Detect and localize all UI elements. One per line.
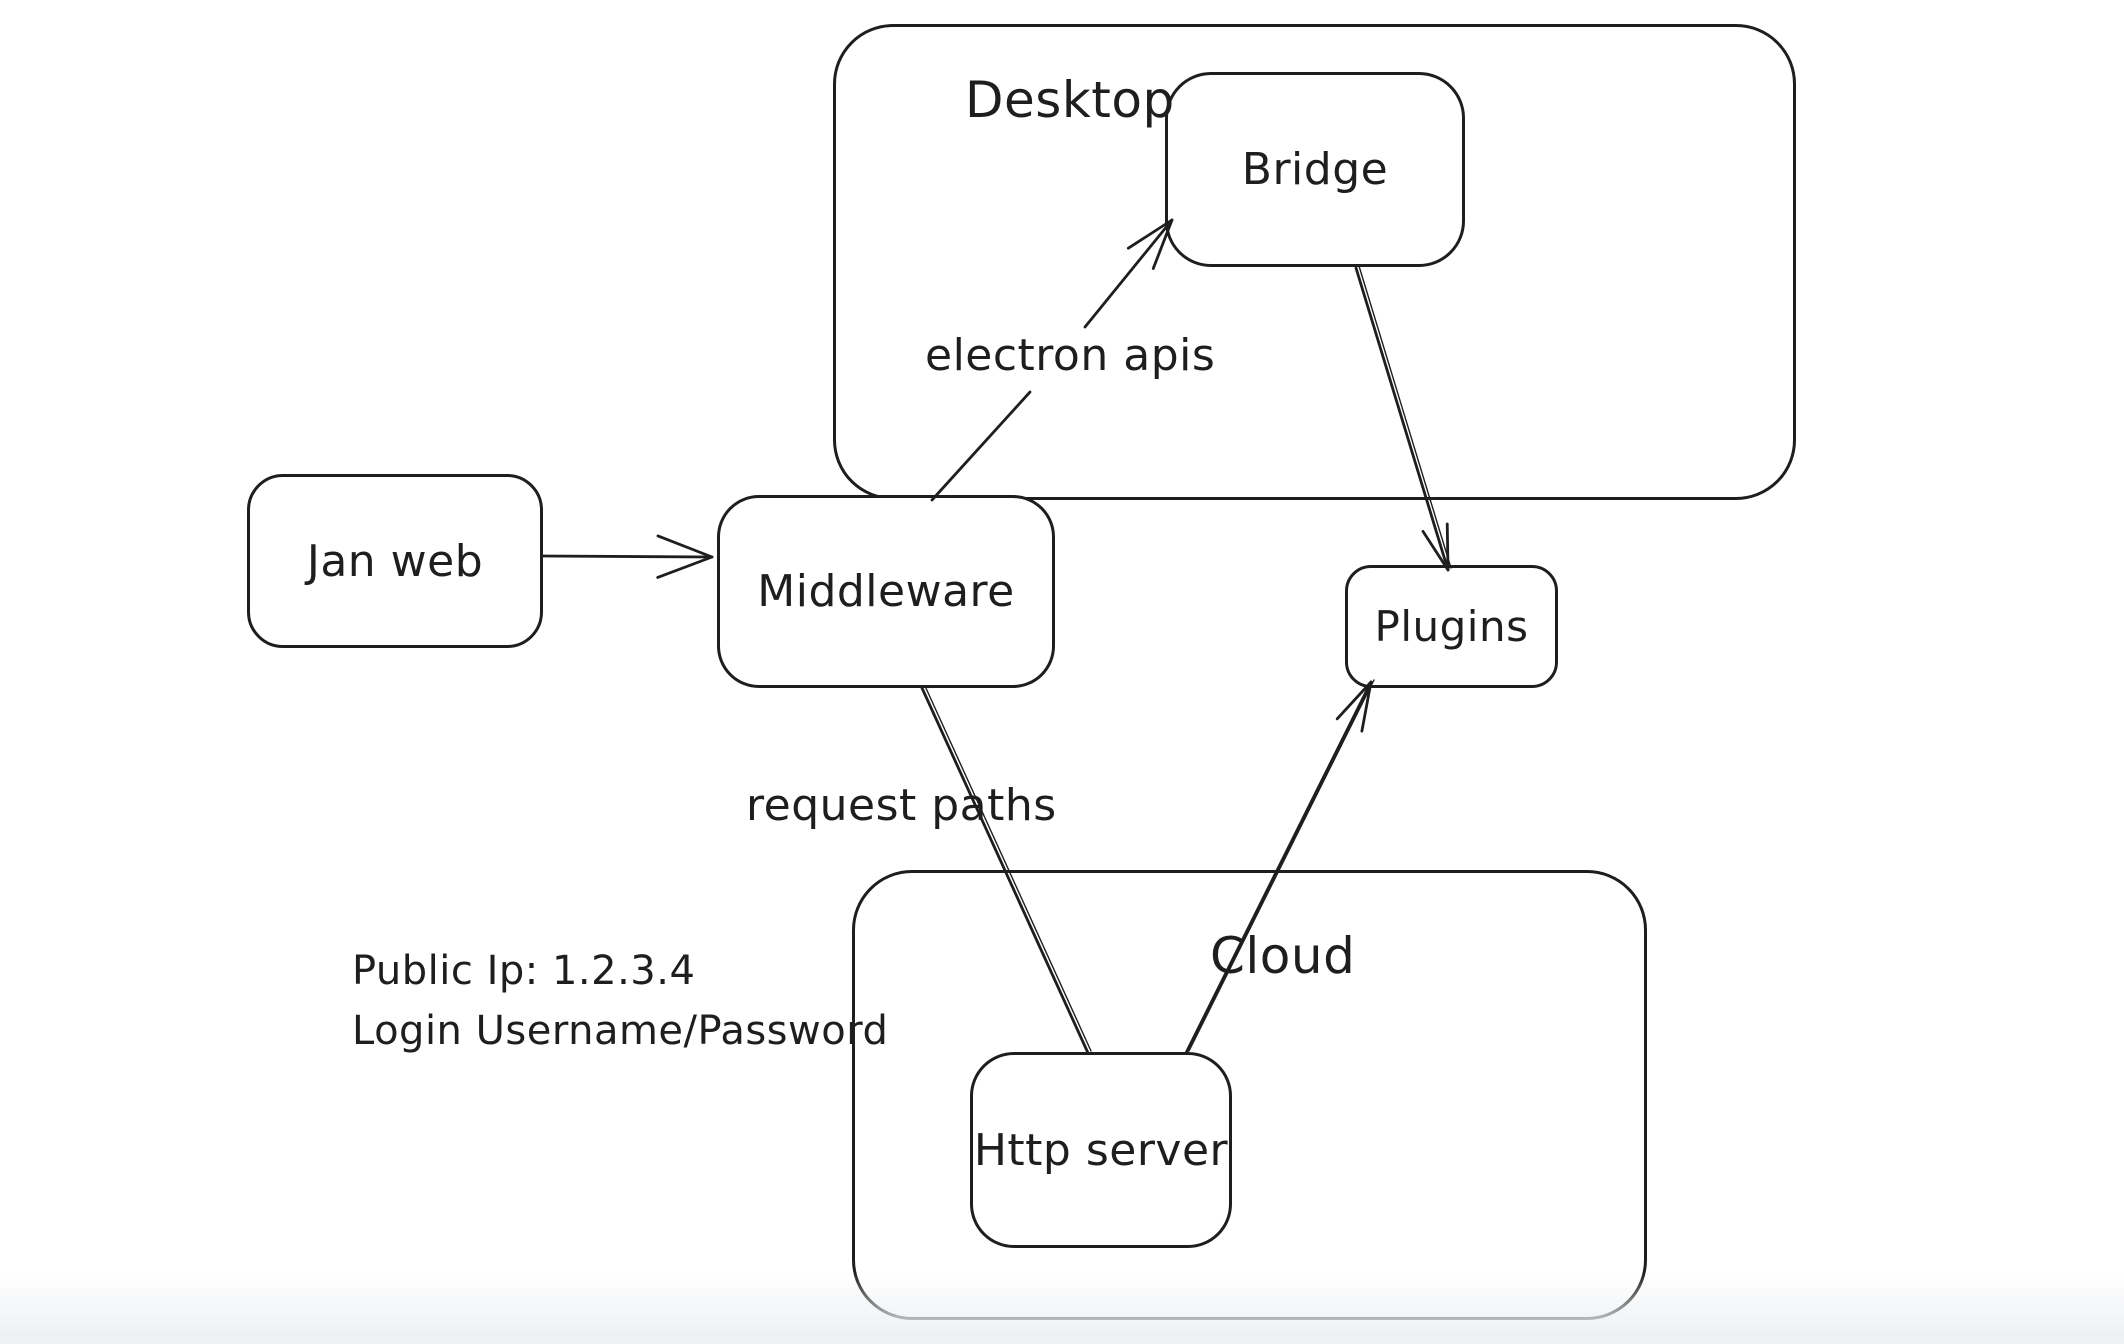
annotation-public-ip[interactable]: Public Ip: 1.2.3.4 xyxy=(352,948,696,994)
arrowhead-bridge-to-plugins[interactable] xyxy=(1421,522,1450,572)
edge-line-jan-web-to-middleware[interactable] xyxy=(541,554,714,559)
node-http-server-label: Http server xyxy=(973,1124,1229,1176)
arrowhead-jan-web-to-middleware[interactable] xyxy=(656,534,714,579)
arrowhead-http-server-to-plugins[interactable] xyxy=(1335,680,1373,733)
node-middleware-label: Middleware xyxy=(757,566,1015,617)
node-http-server[interactable]: Http server xyxy=(970,1052,1232,1248)
label-desktop[interactable]: Desktop xyxy=(965,71,1175,129)
node-middleware[interactable]: Middleware xyxy=(717,495,1055,688)
edge-label-request-paths[interactable]: request paths xyxy=(746,780,1057,831)
node-plugins-label: Plugins xyxy=(1374,602,1529,651)
node-plugins[interactable]: Plugins xyxy=(1345,565,1558,688)
annotation-login[interactable]: Login Username/Password xyxy=(352,1008,889,1054)
node-jan-web[interactable]: Jan web xyxy=(247,474,543,648)
edge-label-electron-apis[interactable]: electron apis xyxy=(925,330,1216,381)
node-jan-web-label: Jan web xyxy=(306,535,484,587)
node-bridge-label: Bridge xyxy=(1241,144,1389,195)
label-cloud[interactable]: Cloud xyxy=(1210,927,1356,985)
desktop-container[interactable] xyxy=(833,24,1796,500)
node-bridge[interactable]: Bridge xyxy=(1165,72,1465,267)
